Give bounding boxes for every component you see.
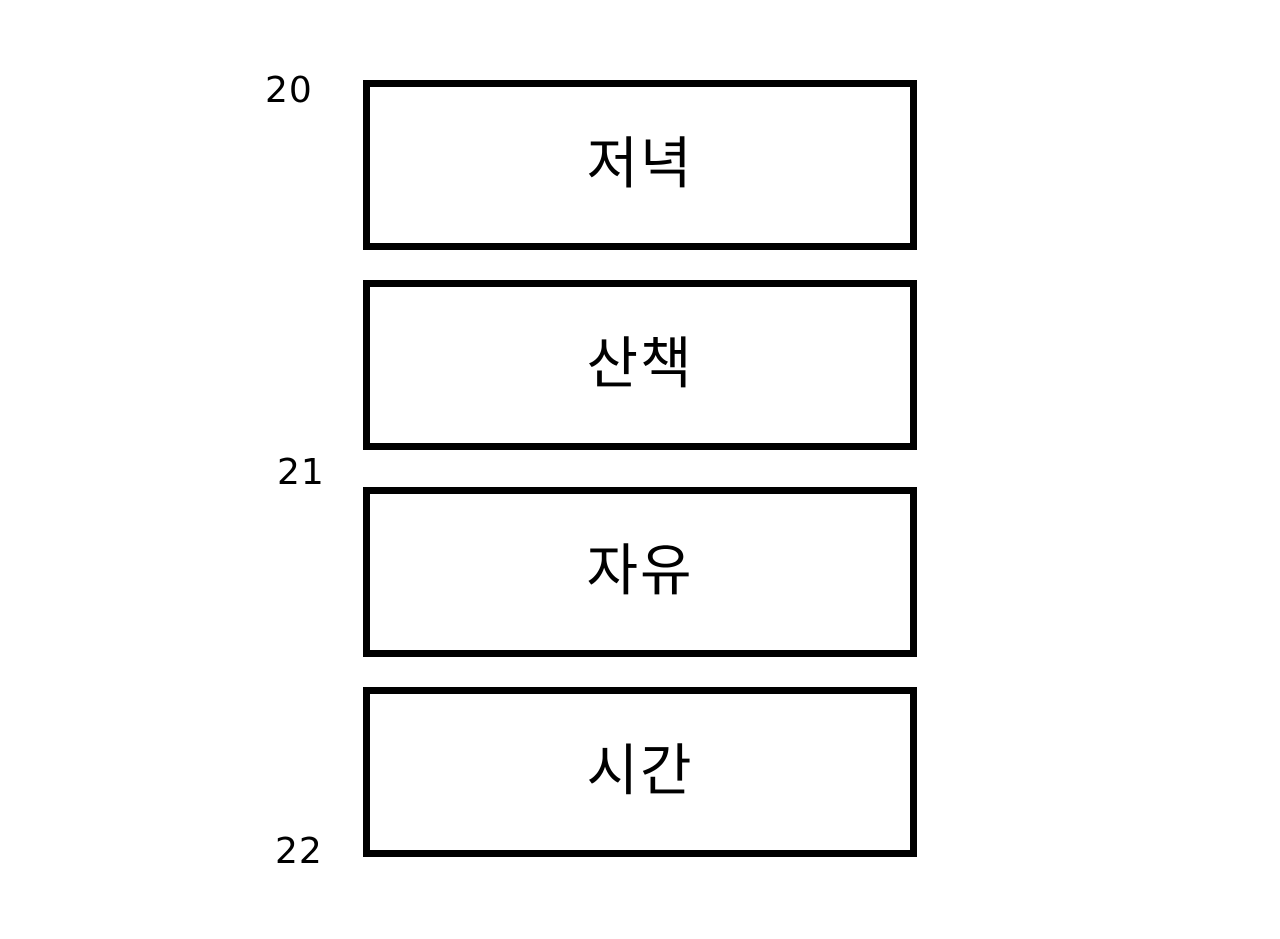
schedule-block-label: 저녁 (586, 132, 694, 197)
schedule-block-dinner: 저녁 (363, 80, 917, 250)
schedule-block-walk: 산책 (363, 280, 917, 450)
time-label-21: 21 (277, 452, 325, 493)
schedule-block-label: 자유 (586, 539, 694, 604)
schedule-block-free: 자유 (363, 487, 917, 657)
schedule-block-label: 산책 (586, 332, 694, 397)
schedule-block-label: 시간 (586, 739, 694, 804)
time-label-20: 20 (265, 70, 313, 111)
schedule-block-time: 시간 (363, 687, 917, 857)
time-label-22: 22 (275, 831, 323, 872)
